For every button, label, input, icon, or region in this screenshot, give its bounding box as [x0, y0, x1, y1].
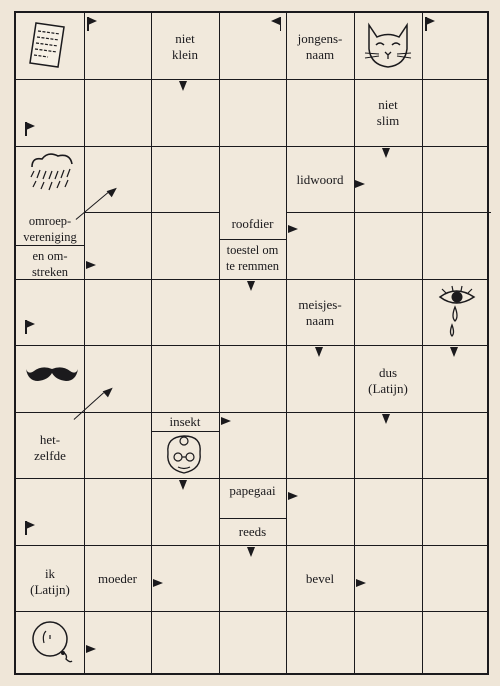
grid-line [354, 13, 355, 673]
arrow-right [86, 261, 96, 269]
arrow-down [382, 414, 390, 424]
grid-line [286, 13, 287, 673]
grid-line [16, 279, 487, 280]
arrow-flag [269, 17, 281, 31]
grid-line [16, 146, 487, 147]
clue-ik-latijn: ik(Latijn) [30, 566, 70, 597]
clue-meisjesnaam: meisjes-naam [298, 297, 342, 328]
pointer-line [75, 192, 109, 221]
clue-hetzelfde: het-zelfde [34, 432, 66, 463]
clue-reeds: reeds [238, 524, 267, 539]
arrow-down [450, 347, 458, 357]
crying-eye-icon [438, 285, 476, 337]
clue-en-omstreken: en om-streken [31, 249, 69, 279]
grid-line [151, 13, 152, 673]
grid-line [84, 13, 85, 673]
clue-jongensnaam: jongens-naam [297, 31, 343, 62]
grid-line [422, 13, 423, 673]
clue-lidwoord: lidwoord [296, 172, 344, 187]
arrow-down [247, 281, 255, 291]
arrow-flag [87, 17, 99, 31]
rain-cloud-icon [30, 153, 73, 191]
grid-line [16, 478, 487, 479]
arrow-right [153, 579, 163, 587]
clue-divider [219, 239, 286, 240]
arrow-down [247, 547, 255, 557]
grid-line [84, 212, 219, 213]
pointer-line [73, 392, 105, 421]
arrow-right [355, 180, 365, 188]
balloon-icon [32, 621, 73, 663]
document-icon [29, 22, 65, 68]
arrow-right [102, 384, 116, 398]
arrow-right [288, 492, 298, 500]
arrow-flag [25, 521, 37, 535]
grandmother-icon [167, 435, 201, 474]
arrow-flag [25, 122, 37, 136]
clue-papegaai: papegaai [229, 483, 276, 498]
arrow-right [86, 645, 96, 653]
arrow-down [382, 148, 390, 158]
grid-line [16, 412, 487, 413]
arrow-down [315, 347, 323, 357]
arrow-flag [425, 17, 437, 31]
grid-line [16, 345, 487, 346]
arrow-right [288, 225, 298, 233]
clue-insekt: insekt [169, 414, 201, 429]
clue-divider [151, 431, 219, 432]
arrow-right [356, 579, 366, 587]
clue-divider [219, 518, 286, 519]
grid-line [16, 611, 487, 612]
arrow-right [221, 417, 231, 425]
grid-line [286, 212, 491, 213]
clue-bevel: bevel [305, 571, 335, 586]
arrow-right [106, 184, 120, 198]
grid-line [16, 79, 487, 80]
clue-omroepvereniging: omroep-vereniging [23, 214, 77, 244]
clue-divider [16, 245, 84, 246]
mustache-icon [26, 367, 78, 381]
arrow-down [179, 81, 187, 91]
clue-moeder: moeder [98, 571, 137, 586]
arrow-down [179, 480, 187, 490]
cat-icon [364, 22, 412, 68]
clue-roofdier: roofdier [231, 216, 274, 231]
arrow-flag [25, 320, 37, 334]
grid-line [219, 13, 220, 673]
grid-line [16, 545, 487, 546]
clue-dus-latijn: dus(Latijn) [368, 365, 408, 396]
